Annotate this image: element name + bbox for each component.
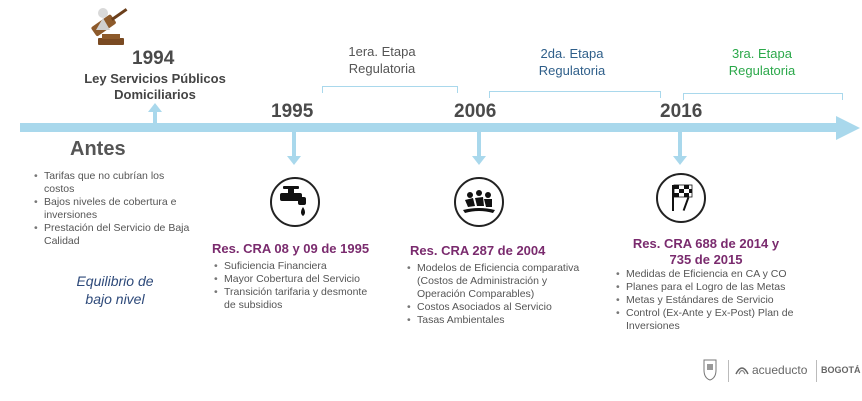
antes-list: Tarifas que no cubrían los costos Bajos … bbox=[32, 170, 192, 248]
timeline-arrowhead bbox=[836, 116, 860, 140]
gavel-icon bbox=[86, 6, 134, 48]
list-item: Metas y Estándares de Servicio bbox=[614, 294, 834, 307]
list-item: Tarifas que no cubrían los costos bbox=[32, 170, 192, 196]
resolution-1-list: Suficiencia Financiera Mayor Cobertura d… bbox=[212, 260, 372, 312]
list-item: Modelos de Eficiencia comparativa (Costo… bbox=[405, 262, 580, 301]
stage-3-label: 3ra. Etapa Regulatoria bbox=[728, 46, 796, 78]
resolution-2-title: Res. CRA 287 de 2004 bbox=[410, 243, 546, 258]
year-1994: 1994 bbox=[132, 48, 175, 69]
antes-summary: Equilibrio de bajo nivel bbox=[76, 273, 154, 307]
resolution-3-list: Medidas de Eficiencia en CA y CO Planes … bbox=[614, 268, 834, 333]
marker-1994-pointer bbox=[148, 103, 162, 112]
resolution-1-title: Res. CRA 08 y 09 de 1995 bbox=[212, 241, 370, 256]
list-item: Bajos niveles de cobertura e inversiones bbox=[32, 196, 192, 222]
list-item: Control (Ex-Ante y Ex-Post) Plan de Inve… bbox=[614, 307, 834, 333]
list-item: Planes para el Logro de las Metas bbox=[614, 281, 834, 294]
list-item: Transición tarifaria y desmonte de subsi… bbox=[212, 286, 372, 312]
list-item: Suficiencia Financiera bbox=[212, 260, 372, 273]
bogota-brand: BOGOTÁ bbox=[821, 365, 861, 375]
marker-2016-stem bbox=[678, 131, 682, 157]
antes-title: Antes bbox=[70, 138, 126, 160]
race-icon bbox=[454, 177, 504, 227]
marker-2016-pointer bbox=[673, 156, 687, 165]
list-item: Mayor Cobertura del Servicio bbox=[212, 273, 372, 286]
law-title-line1: Ley Servicios Públicos bbox=[84, 71, 226, 86]
acueducto-brand: acueducto bbox=[752, 363, 808, 377]
city-seal-icon bbox=[702, 358, 718, 382]
stage-2-bracket bbox=[489, 91, 661, 98]
list-item: Costos Asociados al Servicio bbox=[405, 301, 580, 314]
timeline-bar bbox=[20, 123, 838, 132]
checkered-flag-icon bbox=[656, 173, 706, 223]
stage-1-bracket bbox=[322, 86, 458, 93]
stage-3-bracket bbox=[683, 93, 843, 100]
year-1995: 1995 bbox=[271, 101, 314, 122]
footer-divider-2 bbox=[816, 360, 817, 382]
footer-logos: acueducto BOGOTÁ bbox=[690, 356, 862, 386]
stage-2-label: 2da. Etapa Regulatoria bbox=[538, 46, 606, 78]
marker-1995-stem bbox=[292, 131, 296, 157]
year-2016: 2016 bbox=[660, 101, 703, 122]
marker-1995-pointer bbox=[287, 156, 301, 165]
law-title-line2: Domiciliarios bbox=[114, 87, 196, 102]
stage-1-label: 1era. Etapa Regulatoria bbox=[348, 44, 416, 76]
list-item: Medidas de Eficiencia en CA y CO bbox=[614, 268, 834, 281]
marker-2006-stem bbox=[477, 131, 481, 157]
law-title: Ley Servicios Públicos Domiciliarios bbox=[70, 71, 240, 103]
list-item: Tasas Ambientales bbox=[405, 314, 580, 327]
footer-divider bbox=[728, 360, 729, 382]
resolution-3-title: Res. CRA 688 de 2014 y 735 de 2015 bbox=[632, 236, 780, 267]
faucet-icon bbox=[270, 177, 320, 227]
list-item: Prestación del Servicio de Baja Calidad bbox=[32, 222, 192, 248]
marker-2006-pointer bbox=[472, 156, 486, 165]
marker-1994-stem bbox=[153, 111, 157, 124]
resolution-2-list: Modelos de Eficiencia comparativa (Costo… bbox=[405, 262, 580, 327]
year-2006: 2006 bbox=[454, 101, 497, 122]
acueducto-logo-icon bbox=[734, 362, 750, 378]
